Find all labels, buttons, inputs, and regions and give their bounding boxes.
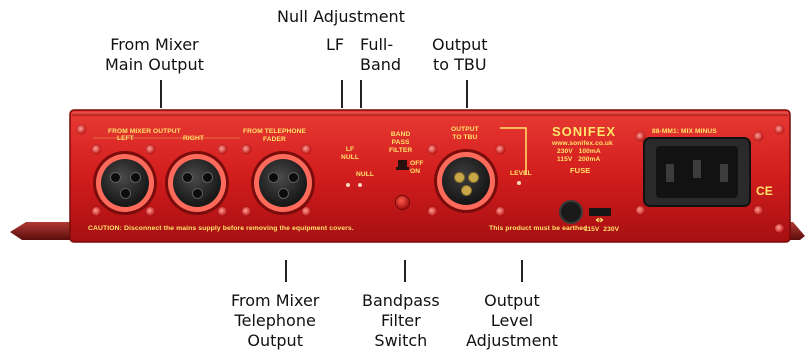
screw: [496, 207, 505, 216]
from-telephone-fader-legend: FROM TELEPHONE FADER: [243, 128, 306, 144]
xlr-output-tbu[interactable]: [437, 152, 495, 210]
screw: [636, 206, 645, 215]
screw: [302, 145, 311, 154]
voltage-switch: [589, 208, 611, 216]
screw: [146, 207, 155, 216]
band-pass-filter-legend: BAND PASS FILTER: [389, 131, 412, 155]
right-legend: RIGHT: [183, 135, 204, 143]
ce-mark: CE: [756, 187, 773, 195]
level-legend: LEVEL: [510, 170, 532, 178]
switch-voltages-legend: 115V 230V: [584, 226, 619, 234]
screw: [496, 145, 505, 154]
fuse-holder: [560, 201, 582, 223]
screw: [428, 207, 437, 216]
xlr-left-input[interactable]: [96, 154, 154, 212]
screw: [775, 125, 784, 134]
lf-null-trimmer[interactable]: [346, 183, 350, 187]
bandpass-filter-button[interactable]: [396, 196, 409, 209]
screw: [775, 224, 784, 233]
earthed-legend: This product must be earthed: [489, 225, 587, 233]
xlr-telephone-input[interactable]: [254, 154, 312, 212]
on-legend: ON: [410, 168, 420, 176]
screw: [754, 132, 763, 141]
full-band-null-trimmer[interactable]: [358, 183, 362, 187]
screw: [428, 145, 437, 154]
website-legend: www.sonifex.co.uk: [552, 140, 613, 148]
screw: [92, 207, 101, 216]
left-legend: LEFT: [117, 135, 134, 143]
fuse-legend: FUSE: [570, 167, 590, 175]
screw: [242, 207, 251, 216]
lf-null-legend: LF NULL: [341, 146, 359, 162]
screw: [302, 207, 311, 216]
screw: [77, 125, 86, 134]
screw: [242, 145, 251, 154]
power-legend: 88-MM1: MIX MINUS: [652, 128, 717, 136]
null-legend: NULL: [356, 171, 374, 179]
off-legend: OFF: [410, 160, 423, 168]
level-trimmer[interactable]: [517, 181, 521, 185]
caution-legend: CAUTION: Disconnect the mains supply bef…: [88, 225, 354, 233]
screw: [636, 132, 645, 141]
voltage-115-legend: 115V 200mA: [557, 156, 600, 164]
xlr-right-input[interactable]: [168, 154, 226, 212]
screw: [218, 207, 227, 216]
output-to-tbu-legend: OUTPUT TO TBU: [451, 126, 479, 142]
screw: [92, 145, 101, 154]
voltage-230-legend: 230V 100mA: [557, 148, 601, 156]
brand-logo: SONIFEX: [552, 124, 616, 139]
screw: [146, 145, 155, 154]
screw: [754, 206, 763, 215]
screw: [218, 145, 227, 154]
